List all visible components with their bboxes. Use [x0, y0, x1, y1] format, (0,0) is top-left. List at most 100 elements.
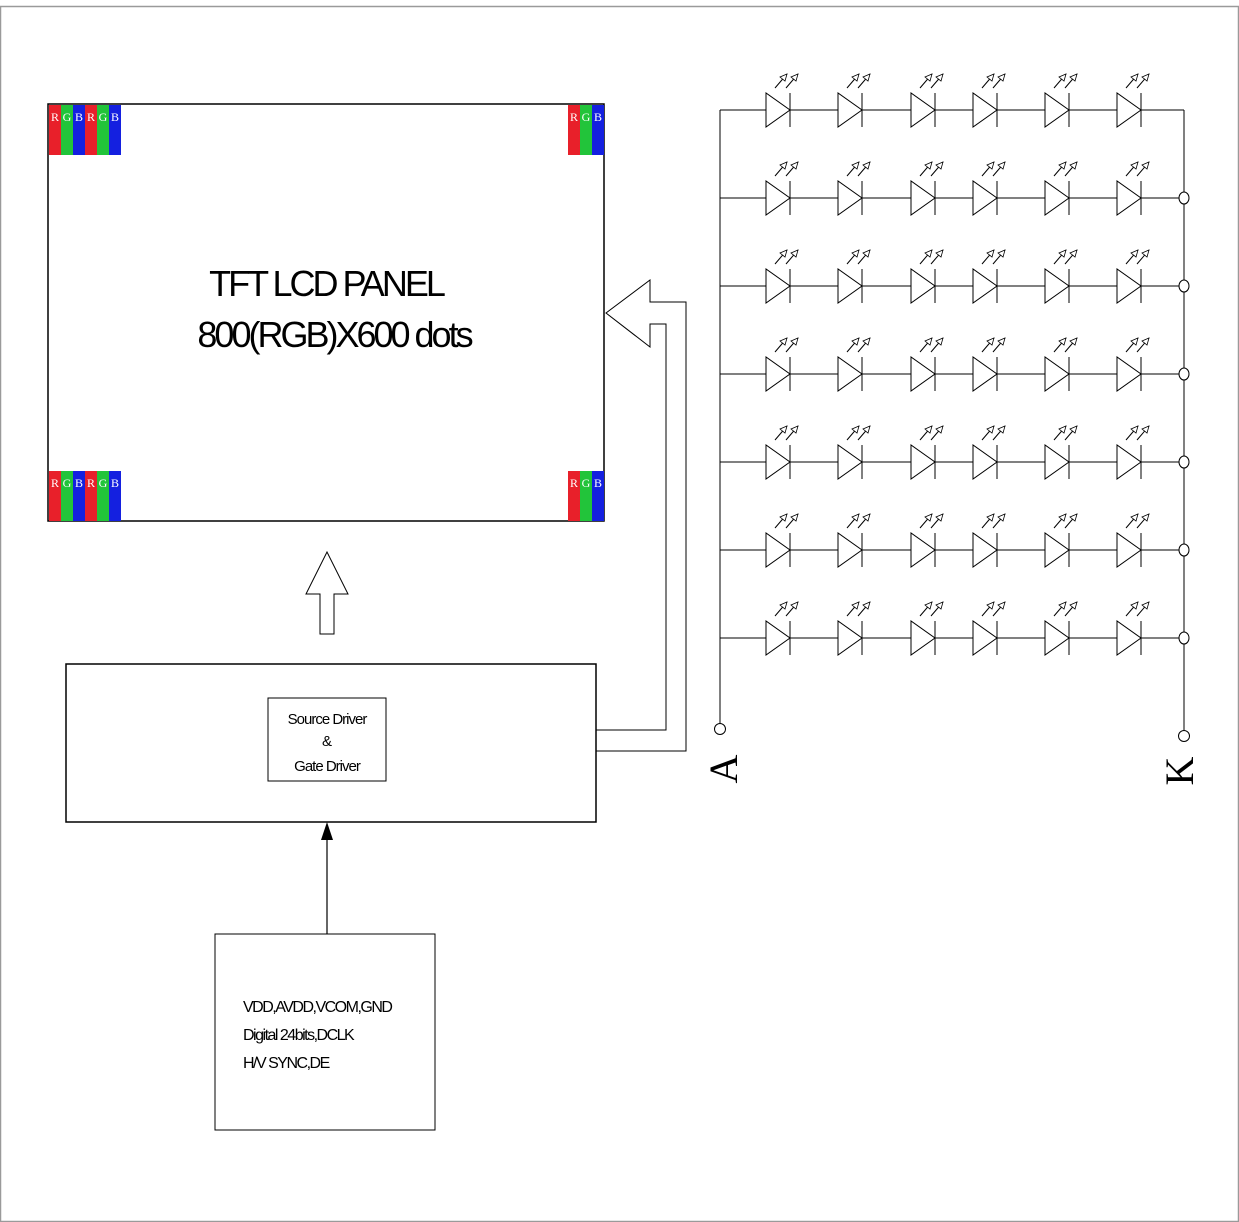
cathode-terminal — [1178, 730, 1190, 742]
led-row — [720, 601, 1190, 656]
led-diode — [910, 425, 944, 480]
driver-label-gate: Gate Driver — [294, 758, 361, 775]
subpixel-letter: G — [63, 476, 72, 490]
led-diode — [972, 73, 1006, 128]
row-cathode-node — [1178, 631, 1190, 645]
led-diode — [910, 161, 944, 216]
subpixel-letter: R — [570, 476, 578, 490]
subpixel-g — [97, 471, 109, 521]
subpixel-letter: G — [99, 476, 108, 490]
subpixel-letter: G — [99, 110, 108, 124]
led-diode — [1116, 73, 1150, 128]
led-diode — [765, 73, 799, 128]
led-diode — [910, 249, 944, 304]
subpixel-r — [85, 105, 97, 155]
led-diode — [1044, 337, 1078, 392]
led-diode — [972, 161, 1006, 216]
led-diode — [1116, 425, 1150, 480]
subpixel-g — [580, 471, 592, 521]
driver-label-source: Source Driver — [288, 711, 368, 728]
led-diode — [910, 73, 944, 128]
row-cathode-node — [1178, 543, 1190, 557]
subpixel-letter: G — [63, 110, 72, 124]
led-diode — [1044, 249, 1078, 304]
panel-resolution: 800(RGB)X600 dots — [197, 314, 472, 355]
led-diode — [837, 513, 871, 568]
anode-label: A — [701, 754, 746, 783]
subpixel-b — [109, 471, 121, 521]
subpixel-r — [568, 105, 580, 155]
led-diode — [837, 601, 871, 656]
led-diode — [1044, 73, 1078, 128]
signal-arrow-head — [321, 822, 333, 840]
led-diode — [765, 513, 799, 568]
subpixel-letter: R — [51, 110, 59, 124]
subpixel-letter: R — [87, 110, 95, 124]
subpixel-letter: G — [582, 476, 591, 490]
led-diode — [1116, 249, 1150, 304]
led-diode — [1044, 513, 1078, 568]
led-diode — [972, 513, 1006, 568]
subpixel-r — [49, 471, 61, 521]
power-line2: Digital 24bits,DCLK — [243, 1027, 355, 1044]
led-diode — [1116, 161, 1150, 216]
led-rows — [720, 73, 1190, 656]
cathode-label: K — [1157, 756, 1202, 785]
led-diode — [765, 161, 799, 216]
led-row — [720, 425, 1190, 480]
led-row — [720, 73, 1184, 128]
subpixel-letter: B — [75, 110, 83, 124]
led-diode — [972, 601, 1006, 656]
subpixel-r — [85, 471, 97, 521]
subpixel-letter: B — [111, 110, 119, 124]
led-diode — [837, 249, 871, 304]
subpixel-g — [580, 105, 592, 155]
subpixel-b — [592, 105, 604, 155]
led-diode — [1044, 161, 1078, 216]
led-diode — [765, 249, 799, 304]
led-row — [720, 337, 1190, 392]
led-diode — [1044, 601, 1078, 656]
led-diode — [765, 337, 799, 392]
led-diode — [972, 337, 1006, 392]
power-signal-box: VDD,AVDD,VCOM,GND Digital 24bits,DCLK H/… — [214, 933, 436, 1131]
driver-label-amp: & — [322, 733, 332, 750]
subpixel-b — [592, 471, 604, 521]
led-diode — [910, 337, 944, 392]
subpixel-b — [109, 105, 121, 155]
subpixel-letter: B — [75, 476, 83, 490]
led-diode — [1116, 601, 1150, 656]
led-diode — [1116, 337, 1150, 392]
row-cathode-node — [1178, 367, 1190, 381]
subpixel-b — [73, 105, 85, 155]
led-diode — [1044, 425, 1078, 480]
led-row — [720, 513, 1190, 568]
led-diode — [1116, 513, 1150, 568]
row-cathode-node — [1178, 455, 1190, 469]
anode-terminal — [714, 723, 726, 735]
driver-ic-box — [267, 697, 387, 782]
subpixel-g — [97, 105, 109, 155]
driver-board: Source Driver & Gate Driver — [65, 663, 597, 823]
subpixel-letter: B — [111, 476, 119, 490]
subpixel-letter: B — [594, 110, 602, 124]
subpixel-letter: R — [51, 476, 59, 490]
power-line3: H/V SYNC,DE — [243, 1055, 330, 1072]
led-diode — [910, 601, 944, 656]
subpixel-letter: B — [594, 476, 602, 490]
row-cathode-node — [1178, 191, 1190, 205]
power-line1: VDD,AVDD,VCOM,GND — [243, 999, 392, 1016]
subpixel-g — [61, 105, 73, 155]
power-box-outline — [214, 933, 436, 1131]
subpixel-g — [61, 471, 73, 521]
panel-title: TFT LCD PANEL — [209, 263, 445, 304]
led-row — [720, 249, 1190, 304]
led-diode — [837, 425, 871, 480]
subpixel-r — [49, 105, 61, 155]
led-diode — [972, 425, 1006, 480]
